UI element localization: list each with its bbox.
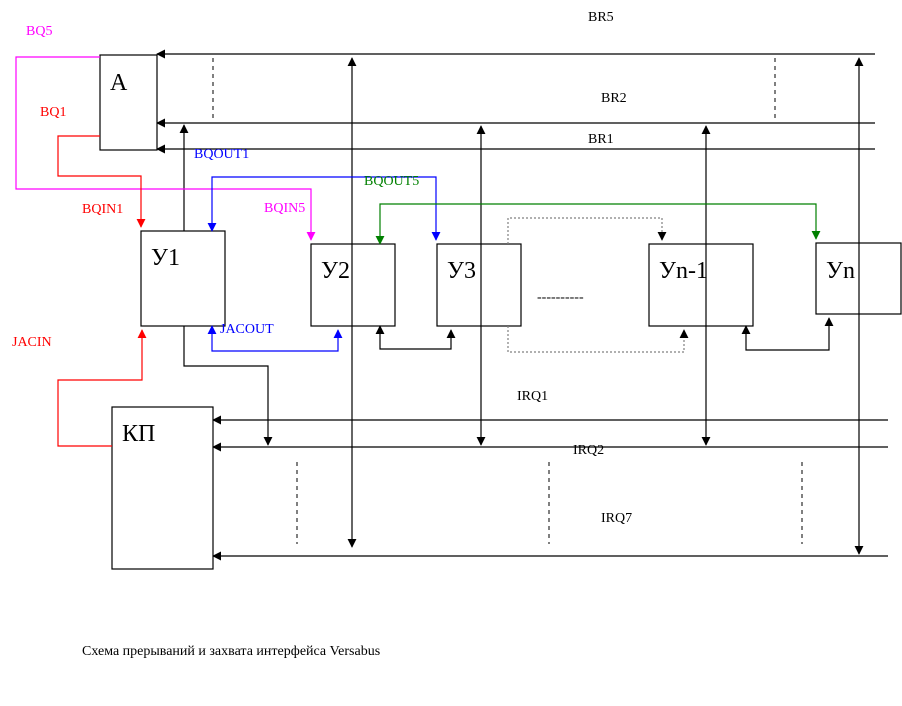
- bqout5-label: BQOUT5: [364, 174, 419, 189]
- jacin-label: JACIN: [12, 335, 52, 350]
- bus-dashes: [212, 58, 803, 544]
- blocks: [99, 54, 902, 570]
- bq5-path: [15, 56, 316, 241]
- block-u1: [140, 230, 226, 327]
- bus-lines: [156, 49, 888, 561]
- block-u2: [310, 243, 396, 327]
- br2-label: BR2: [601, 91, 627, 106]
- ellipsis-between-blocks: ----------: [537, 290, 584, 305]
- bq1-path: [57, 135, 146, 228]
- block-u3: [436, 243, 522, 327]
- block-un1-label: Уn-1: [659, 258, 708, 284]
- bqout1-path: [207, 176, 441, 241]
- irq2-label: IRQ2: [573, 443, 604, 458]
- jacin-path: [57, 329, 147, 447]
- block-u3-label: У3: [447, 258, 476, 284]
- irq7-label: IRQ7: [601, 511, 632, 526]
- bq1-label: BQ1: [40, 105, 66, 120]
- vertical-connections: [179, 57, 864, 555]
- un1-to-un-chain: [741, 317, 834, 351]
- block-kp-label: КП: [122, 421, 155, 447]
- block-a: [99, 54, 158, 151]
- u3-to-un1-top: [507, 217, 667, 244]
- block-un1: [648, 243, 754, 327]
- block-u2-label: У2: [321, 258, 350, 284]
- jacout-path: [207, 325, 343, 352]
- bqout1-label: BQOUT1: [194, 147, 249, 162]
- block-un-label: Уn: [826, 258, 855, 284]
- bqout5-path: [375, 203, 821, 245]
- block-kp: [111, 406, 214, 570]
- irq1-label: IRQ1: [517, 389, 548, 404]
- jacout-label: JACOUT: [220, 322, 274, 337]
- block-a-label: А: [110, 70, 128, 96]
- block-u1-label: У1: [151, 245, 180, 271]
- diagram-caption: Схема прерываний и захвата интерфейса Ve…: [82, 644, 381, 659]
- u3-to-un1-bottom: [507, 326, 689, 353]
- bq5-label: BQ5: [26, 24, 52, 39]
- u1-to-irq2: [183, 326, 273, 446]
- br5-label: BR5: [588, 10, 614, 25]
- bqin1-label: BQIN1: [82, 202, 123, 217]
- u2-to-u3-chain: [375, 325, 456, 350]
- br1-label: BR1: [588, 132, 614, 147]
- bqin5-label: BQIN5: [264, 201, 305, 216]
